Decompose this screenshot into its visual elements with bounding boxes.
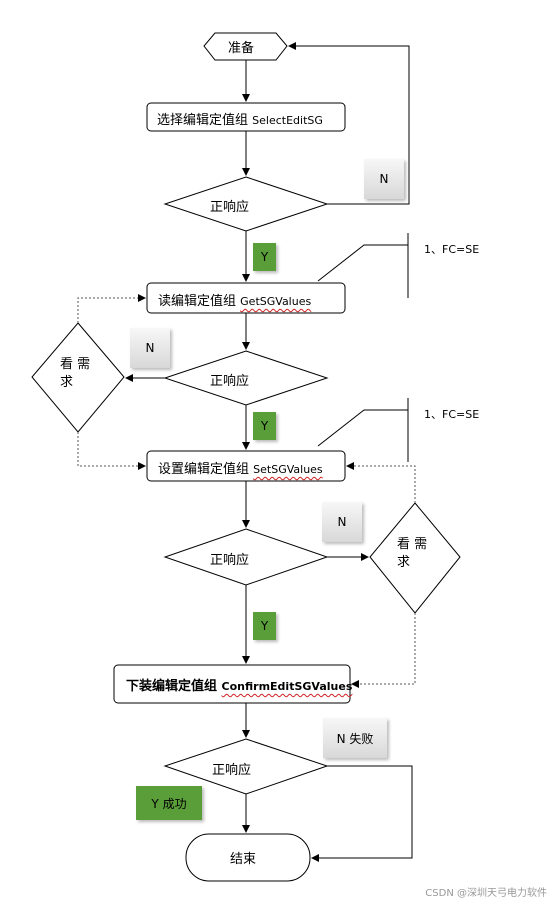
badge-n-4: N 失败 [323,718,387,758]
badge-y-3: Y [253,612,276,640]
read-edit-label: 读编辑定值组 GetSGValues [158,290,311,309]
annotation-2: 1、FC=SE [424,408,480,421]
side-right-line1: 看 需 [397,537,428,552]
dotted-left-to-set [77,432,146,470]
watermark-text: CSDN @深圳天弓电力软件 [425,888,547,899]
callout-2-line [317,409,408,447]
badge-n-2: N [130,328,170,368]
side-left-label: 看 需 求 [60,356,90,392]
set-edit-text: 设置编辑定值组 [158,462,250,477]
side-left-line2: 求 [60,375,74,390]
select-edit-label: 选择编辑定值组 SelectEditSG [157,109,323,128]
badge-y-4: Y 成功 [136,786,202,820]
start-label: 准备 [228,41,255,56]
read-edit-text: 读编辑定值组 [158,294,237,309]
set-edit-code: SetSGValues [253,463,323,476]
decision-4-label: 正响应 [212,763,252,778]
badge-n-1: N [364,159,404,199]
annotation-1: 1、FC=SE [424,243,480,256]
side-left-line1: 看 需 [60,357,91,372]
badge-y-1: Y [253,243,276,271]
decision-1-label: 正响应 [210,200,250,215]
download-edit-box [113,664,351,704]
select-edit-text: 选择编辑定值组 [157,113,249,128]
side-right-label: 看 需 求 [397,536,427,572]
download-edit-label: 下装编辑定值组 ConfirmEditSGValues [126,675,352,694]
read-edit-code: GetSGValues [240,295,312,308]
start-hexagon [203,32,288,61]
side-right-line2: 求 [397,555,411,570]
badge-n-3: N [322,502,362,542]
dotted-left-to-read [77,294,146,323]
badge-y-2: Y [253,412,276,440]
download-edit-text: 下装编辑定值组 [126,679,218,694]
end-label: 结束 [230,852,257,867]
select-edit-code: SelectEditSG [252,114,323,127]
dotted-right-to-set [346,462,416,503]
dotted-right-to-download [351,613,416,688]
callout-1-line [317,244,408,282]
arrow-d4-no [311,765,413,862]
download-edit-code: ConfirmEditSGValues [221,680,353,693]
decision-3-label: 正响应 [210,553,250,568]
decision-2-label: 正响应 [210,374,250,389]
arrow-d1-no-loop [288,42,410,205]
set-edit-label: 设置编辑定值组 SetSGValues [158,458,323,477]
end-terminal [185,833,311,882]
